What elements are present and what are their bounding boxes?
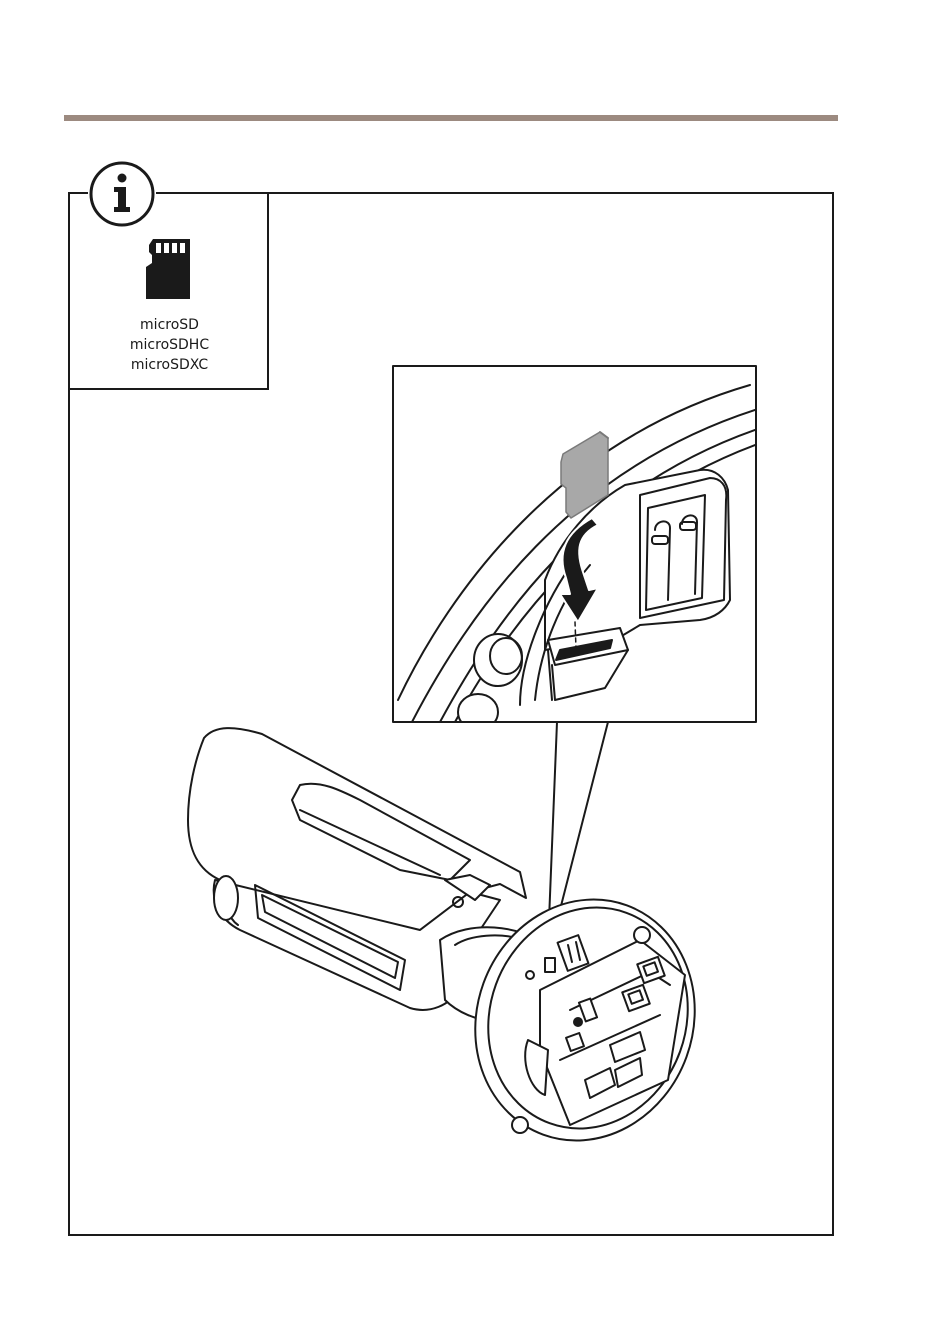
camera-illustration [0, 0, 933, 1324]
